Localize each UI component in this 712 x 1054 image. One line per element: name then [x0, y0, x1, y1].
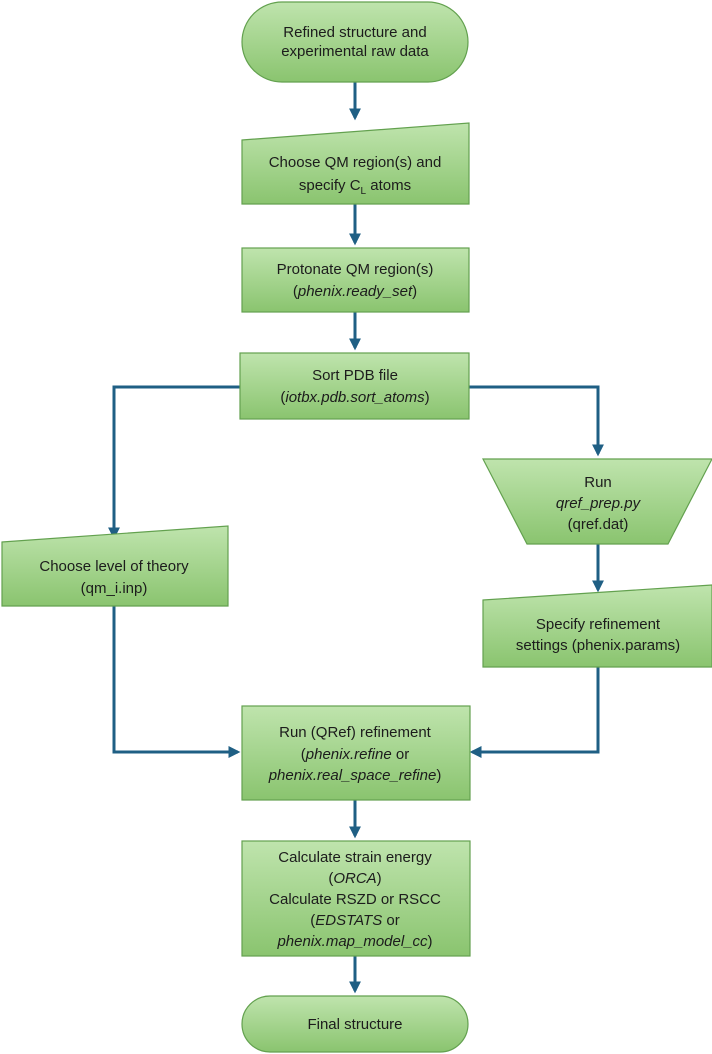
node-choose-qm: Choose QM region(s) and specify CL atoms	[241, 122, 470, 205]
connector-sort-to-level-theory	[108, 385, 240, 540]
node-sort-pdb-line1: Sort PDB file	[312, 367, 398, 384]
node-start-line1: Refined structure and	[283, 24, 426, 41]
node-level-theory-line2: (qm_i.inp)	[81, 580, 148, 597]
node-refine-settings: Specify refinement settings (phenix.para…	[482, 584, 712, 668]
node-protonate-line1: Protonate QM region(s)	[277, 261, 434, 278]
node-final: Final structure	[241, 995, 469, 1053]
node-refine-settings-line2: settings (phenix.params)	[516, 637, 680, 654]
node-calculate-line3: Calculate RSZD or RSCC	[269, 891, 441, 908]
node-sort-pdb: Sort PDB file (iotbx.pdb.sort_atoms)	[239, 352, 470, 420]
connector-settings-to-refinement	[469, 667, 600, 758]
node-calculate-line1: Calculate strain energy	[278, 849, 432, 866]
node-run-refinement-line2: (phenix.refine or	[301, 746, 409, 763]
connector-level-theory-to-refinement	[112, 606, 241, 758]
node-protonate: Protonate QM region(s) (phenix.ready_set…	[241, 247, 470, 313]
node-calculate-line4: (EDSTATS or	[310, 912, 399, 929]
node-run-refinement: Run (QRef) refinement (phenix.refine or …	[241, 705, 471, 801]
node-calculate-line2: (ORCA)	[328, 870, 381, 887]
node-choose-qm-line1: Choose QM region(s) and	[269, 154, 442, 171]
node-start-line2: experimental raw data	[281, 43, 429, 60]
node-refine-settings-line1: Specify refinement	[536, 616, 661, 633]
node-level-theory-line1: Choose level of theory	[39, 558, 189, 575]
node-level-theory: Choose level of theory (qm_i.inp)	[1, 525, 229, 607]
node-run-refinement-line1: Run (QRef) refinement	[279, 724, 432, 741]
node-final-line1: Final structure	[307, 1016, 402, 1033]
node-start: Refined structure and experimental raw d…	[241, 1, 469, 83]
node-choose-qm-line2: specify CL atoms	[299, 177, 411, 197]
connector-sort-to-run-prep	[469, 385, 604, 457]
node-run-prep-line3: (qref.dat)	[568, 516, 629, 533]
node-run-prep: Run qref_prep.py (qref.dat)	[482, 458, 712, 545]
node-calculate-line5: phenix.map_model_cc)	[276, 933, 432, 950]
node-run-prep-tool: qref_prep.py	[556, 495, 642, 512]
node-calculate: Calculate strain energy (ORCA) Calculate…	[241, 840, 471, 957]
node-protonate-line2: (phenix.ready_set)	[293, 283, 417, 300]
node-run-refinement-line3: phenix.real_space_refine)	[268, 767, 442, 784]
node-run-prep-line1: Run	[584, 474, 612, 491]
node-sort-pdb-line2: (iotbx.pdb.sort_atoms)	[280, 389, 429, 406]
